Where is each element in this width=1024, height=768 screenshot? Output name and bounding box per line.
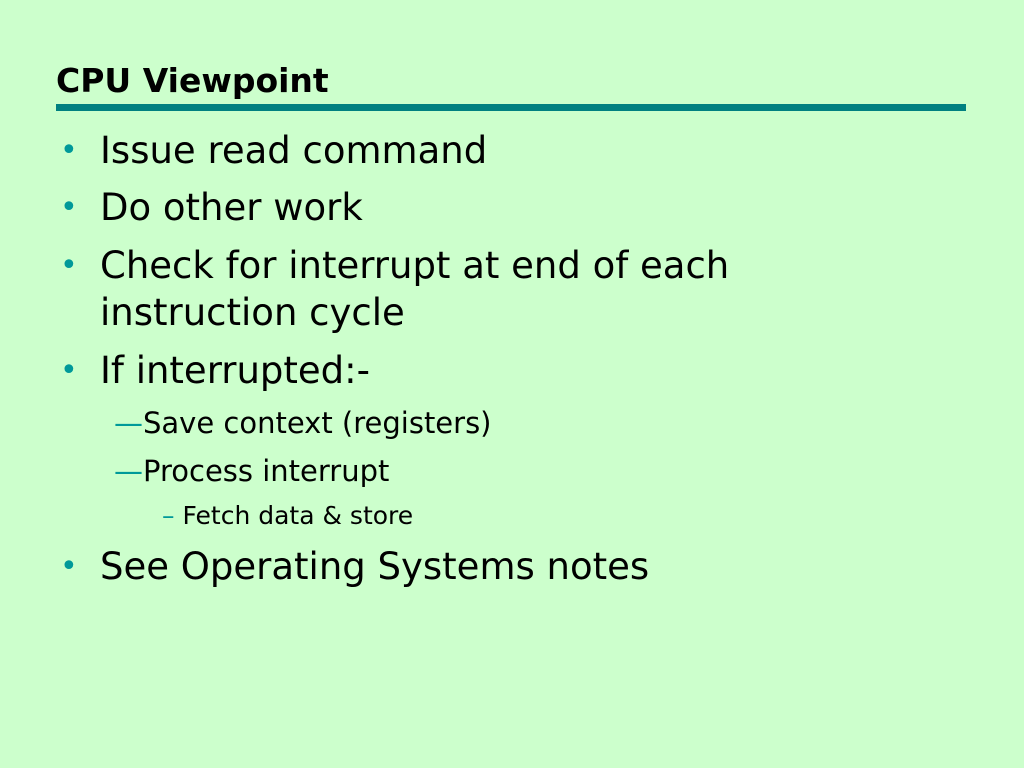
bullet-text: Issue read command <box>100 129 488 172</box>
sub-bullet-text: Process interrupt <box>143 454 390 488</box>
bullet-item: • See Operating Systems notes <box>60 544 650 590</box>
bullet-text: Check for interrupt at end of each <box>100 244 730 287</box>
bullet-icon: • <box>60 549 78 584</box>
bullet-text: instruction cycle <box>100 291 405 334</box>
slide-title: CPU Viewpoint <box>56 61 329 100</box>
dash-icon: — <box>114 406 143 440</box>
bullet-item: • If interrupted:- <box>60 348 370 394</box>
bullet-text: If interrupted:- <box>100 349 370 392</box>
bullet-item: • Check for interrupt at end of each <box>60 243 730 289</box>
sub-bullet-text: Save context (registers) <box>143 406 492 440</box>
bullet-icon: • <box>60 248 78 283</box>
bullet-item: • Issue read command <box>60 128 488 174</box>
sub-sub-bullet-item: –Fetch data & store <box>162 499 413 533</box>
dash-icon: – <box>162 501 175 530</box>
sub-bullet-item: —Save context (registers) <box>114 403 492 443</box>
bullet-icon: • <box>60 133 78 168</box>
bullet-icon: • <box>60 190 78 225</box>
dash-icon: — <box>114 454 143 488</box>
bullet-item: • Do other work <box>60 185 363 231</box>
title-underline <box>56 104 966 111</box>
sub-bullet-item: —Process interrupt <box>114 451 389 491</box>
bullet-text: Do other work <box>100 186 363 229</box>
bullet-text: See Operating Systems notes <box>100 545 650 588</box>
bullet-icon: • <box>60 353 78 388</box>
sub-sub-bullet-text: Fetch data & store <box>182 501 414 530</box>
bullet-continuation: instruction cycle <box>100 290 405 336</box>
